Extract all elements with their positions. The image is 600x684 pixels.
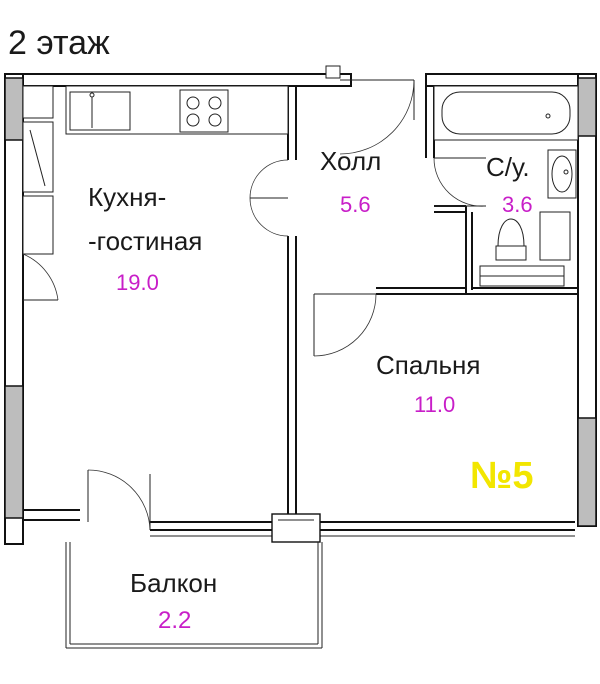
balcony [65, 542, 323, 649]
stove-icon [179, 89, 229, 133]
room-area-bathroom: 3.6 [502, 192, 533, 217]
window-top-right [577, 77, 597, 137]
window-right-lower [577, 417, 597, 527]
kitchen-fixtures [22, 85, 289, 301]
room-label-kitchen-2: -гостиная [88, 226, 202, 256]
room-label-hall: Холл [320, 146, 381, 176]
toilet-icon [495, 245, 527, 261]
floor-label: 2 этаж [8, 24, 110, 62]
window-top-left [4, 77, 24, 141]
apartment-number: №5 [470, 455, 534, 497]
room-area-hall: 5.6 [340, 192, 371, 217]
room-area-kitchen: 19.0 [116, 270, 159, 295]
room-area-bedroom: 11.0 [414, 392, 455, 417]
room-label-bathroom: С/у. [486, 152, 530, 182]
room-area-balcony: 2.2 [158, 607, 191, 634]
balcony-window [271, 513, 321, 543]
sink-icon [69, 91, 131, 131]
doors [87, 79, 487, 531]
window-left-lower [4, 385, 24, 519]
room-label-balcony: Балкон [130, 568, 217, 598]
bathroom-fixtures [433, 85, 579, 287]
room-label-kitchen-1: Кухня- [88, 182, 166, 212]
room-label-bedroom: Спальня [376, 350, 480, 380]
